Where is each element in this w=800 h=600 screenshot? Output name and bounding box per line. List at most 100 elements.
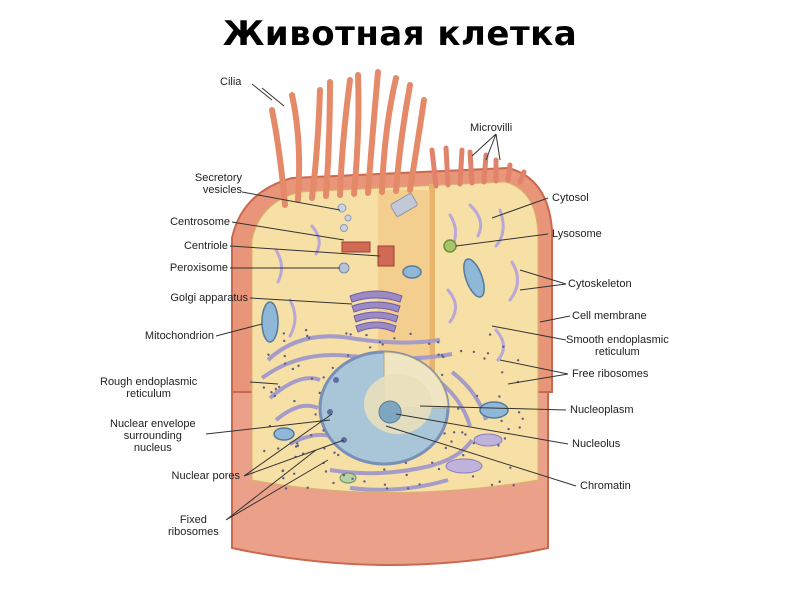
ribosome-dot	[459, 349, 463, 353]
er-fold	[266, 334, 441, 362]
cilium	[337, 77, 353, 198]
ribosome-dot	[270, 391, 273, 394]
ribosome-dot	[437, 467, 441, 471]
ribosome-dot	[503, 437, 507, 440]
er-fold	[260, 352, 453, 380]
ribosome-dot	[304, 328, 308, 332]
cilium	[365, 69, 381, 196]
cilium	[289, 92, 303, 203]
ribosome-dot	[318, 391, 321, 395]
er-fold	[349, 478, 449, 492]
cytoskeleton-filaments	[274, 203, 519, 362]
nucleus	[318, 350, 450, 466]
filament	[508, 260, 519, 302]
mitochondria	[261, 258, 509, 484]
nucleolus	[378, 400, 402, 424]
ribosome-dot	[283, 354, 286, 358]
ribosome-dot	[310, 434, 313, 437]
ribosome-dot	[472, 350, 476, 354]
ribosome-dot	[306, 486, 309, 489]
ribosome-dot	[324, 470, 328, 473]
ribosome-dot	[363, 480, 366, 483]
label-nuclear-pores: Nuclear pores	[171, 470, 240, 482]
label-free-ribosomes: Free ribosomes	[572, 368, 649, 380]
leader-nucleolus	[395, 413, 569, 445]
ribosome-dot	[498, 395, 501, 398]
mitochondrion	[463, 258, 485, 298]
leader-lysosome	[455, 233, 549, 247]
label-chromatin: Chromatin	[580, 480, 631, 492]
label-mitochondrion: Mitochondrion	[144, 330, 214, 342]
leader-rough-er	[249, 381, 279, 385]
cilium	[323, 79, 333, 199]
label-nucleolus: Nucleolus	[572, 438, 621, 450]
secretory-vesicle	[344, 214, 352, 222]
ribosome-dot	[273, 394, 276, 398]
nuclear-pore	[327, 409, 333, 415]
leader-microvilli	[471, 133, 501, 161]
label-secretory-vesicles: Secretory vesicles	[194, 172, 242, 196]
mitochondrion	[479, 401, 509, 419]
cut-organelle	[390, 193, 418, 217]
label-microvilli: Microvilli	[470, 122, 513, 134]
ribosome-dot	[277, 447, 280, 450]
ribosome-dot	[428, 342, 431, 345]
ribosome-dot	[409, 332, 412, 336]
ribosome-dot	[406, 487, 410, 490]
ribosome-dot	[488, 333, 492, 336]
cilia-group	[269, 69, 427, 208]
leader-secretory-vesicles	[241, 191, 341, 211]
ribosome-dot	[310, 377, 314, 380]
ribosome-dot	[405, 473, 408, 477]
ribosome-dot	[440, 373, 444, 377]
ribosome-dot	[472, 442, 475, 445]
ribosome-dot	[293, 399, 296, 403]
ribosome-dot	[442, 355, 445, 359]
ribosome-dot	[404, 461, 408, 465]
ribosome-dot	[322, 429, 325, 432]
ribosome-dot	[483, 357, 486, 360]
leader-nuclear-envelope	[205, 419, 331, 435]
ribosome-dot	[501, 371, 504, 374]
microvilli-group	[429, 145, 527, 189]
microvillus	[505, 162, 513, 183]
ribosome-dot	[331, 366, 334, 370]
label-centriole: Centriole	[183, 240, 228, 252]
golgi-cisterna	[349, 290, 403, 303]
ribosome-dot	[437, 341, 440, 344]
ribosome-dot	[464, 433, 467, 436]
ribosome-dot	[306, 334, 309, 338]
secretory-vesicle	[337, 203, 347, 213]
microvillus	[443, 145, 451, 188]
ribosome-dot	[383, 483, 387, 486]
label-smooth-er: Smooth endoplasmic reticulum	[566, 334, 669, 358]
label-peroxisome: Peroxisome	[169, 262, 228, 274]
ribosome-dot	[418, 483, 421, 486]
peroxisome	[338, 262, 350, 274]
ribosome-dot	[349, 333, 352, 336]
ribosome-dot	[490, 483, 494, 487]
microvillus	[429, 147, 439, 189]
leader-free-ribosomes	[499, 359, 569, 385]
ribosome-dot	[283, 362, 287, 365]
ribosome-dot	[502, 345, 505, 348]
ribosome-dot	[293, 472, 296, 475]
leader-lines	[205, 83, 577, 521]
golgi-cisterna	[353, 311, 399, 323]
ribosome-dot	[461, 431, 464, 434]
ribosome-dot	[322, 376, 325, 379]
ribosome-dot	[518, 426, 521, 429]
ribosome-dot	[294, 445, 298, 448]
ribosome-dot	[500, 419, 503, 423]
cilium	[379, 75, 399, 195]
mitochondrion	[273, 427, 295, 441]
label-lysosome: Lysosome	[552, 228, 602, 240]
ribosome-dot	[381, 343, 384, 346]
microvillus	[517, 169, 527, 185]
filament	[446, 288, 457, 324]
vesicle-lower	[473, 433, 503, 447]
ribosome-dot	[333, 451, 336, 454]
cilium	[351, 72, 362, 197]
ribosome-dot	[282, 477, 285, 480]
ribosome-dot	[283, 339, 286, 343]
